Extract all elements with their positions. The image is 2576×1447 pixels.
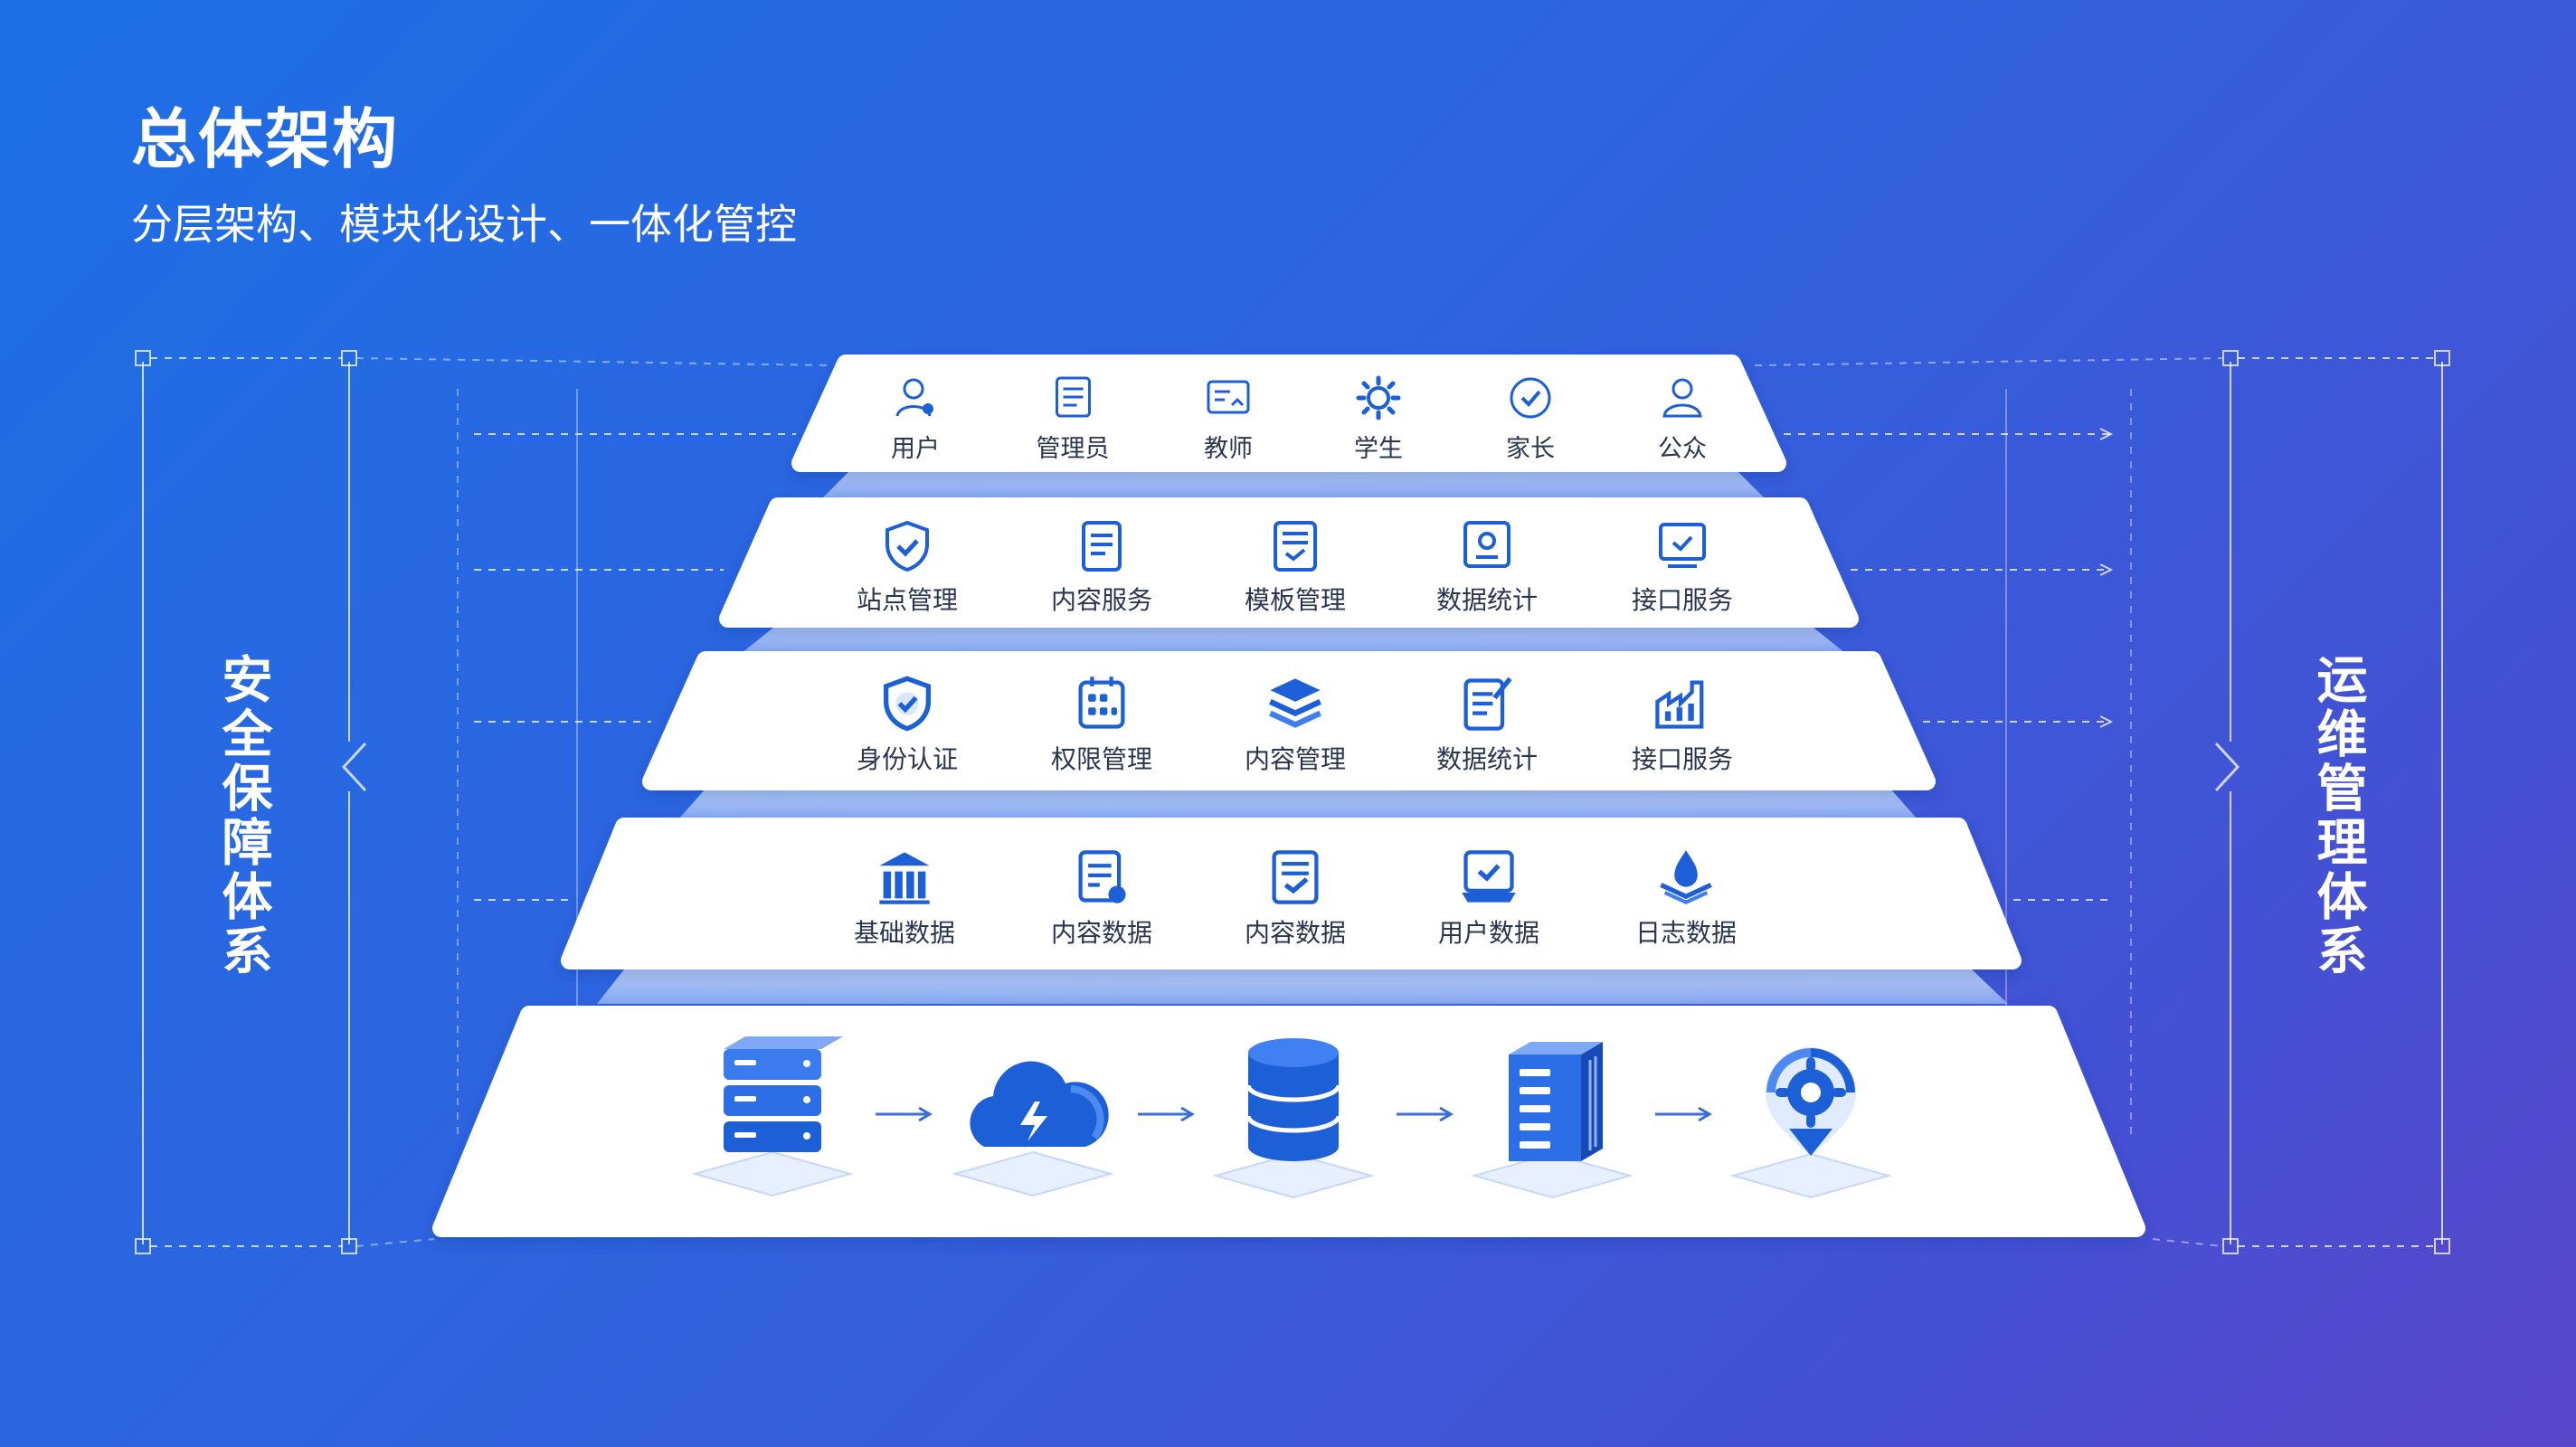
edit-doc-icon: [1463, 676, 1512, 731]
item-data-statistics-2[interactable]: 数据统计: [1436, 673, 1538, 776]
item-teacher[interactable]: 教师: [1203, 373, 1254, 464]
item-content-service[interactable]: 内容服务: [1051, 517, 1152, 617]
building-icon: [879, 852, 930, 904]
chart-icon: [1463, 521, 1511, 568]
security-system-label: 安全保障体系: [213, 653, 272, 979]
item-permission-management[interactable]: 权限管理: [1051, 673, 1152, 776]
monitor-icon: [1658, 523, 1706, 568]
doc-info-icon: [1078, 850, 1126, 903]
shield-check-icon: [883, 676, 932, 732]
item-user[interactable]: 用户: [890, 373, 941, 464]
item-log-data[interactable]: 日志数据: [1635, 846, 1737, 950]
page-subtitle: 分层架构、模块化设计、一体化管控: [131, 200, 797, 249]
public-icon: [1662, 378, 1702, 418]
item-data-statistics[interactable]: 数据统计: [1436, 517, 1538, 617]
item-identity-auth[interactable]: 身份认证: [857, 673, 958, 776]
teacher-icon: [1207, 380, 1250, 414]
document-icon: [1081, 521, 1122, 572]
layer-5-shape: [432, 1006, 2145, 1237]
item-user-data[interactable]: 用户数据: [1438, 846, 1539, 950]
factory-icon: [1655, 680, 1704, 729]
layers-icon: [1269, 678, 1321, 728]
permission-icon: [1078, 676, 1125, 729]
item-admin[interactable]: 管理员: [1037, 373, 1110, 464]
parent-icon: [1510, 377, 1551, 419]
item-parent[interactable]: 家长: [1505, 373, 1556, 464]
item-basic-data[interactable]: 基础数据: [854, 846, 955, 950]
drop-stack-icon: [1660, 850, 1712, 904]
item-content-management[interactable]: 内容管理: [1245, 673, 1346, 776]
user-icon: [895, 378, 933, 417]
page-title: 总体架构: [131, 101, 400, 177]
shield-icon: [885, 520, 929, 572]
layer-1-shape: [791, 355, 1786, 472]
item-content-data[interactable]: 内容数据: [1051, 846, 1152, 950]
admin-icon: [1055, 376, 1091, 418]
layer-2-shape: [719, 497, 1859, 628]
item-student[interactable]: 学生: [1353, 373, 1404, 464]
student-icon: [1356, 375, 1401, 421]
item-public[interactable]: 公众: [1657, 373, 1708, 464]
item-interface-service[interactable]: 接口服务: [1632, 517, 1733, 617]
layer-4-shape: [561, 818, 2022, 969]
item-site-management[interactable]: 站点管理: [857, 517, 958, 617]
template-icon: [1273, 521, 1317, 572]
item-template-management[interactable]: 模板管理: [1245, 517, 1346, 617]
operations-system-label: 运维管理体系: [2308, 653, 2367, 979]
item-content-data-2[interactable]: 内容数据: [1245, 846, 1346, 950]
item-interface-service-2[interactable]: 接口服务: [1632, 673, 1733, 776]
user-data-icon: [1462, 850, 1516, 903]
doc-check-icon: [1272, 850, 1319, 904]
